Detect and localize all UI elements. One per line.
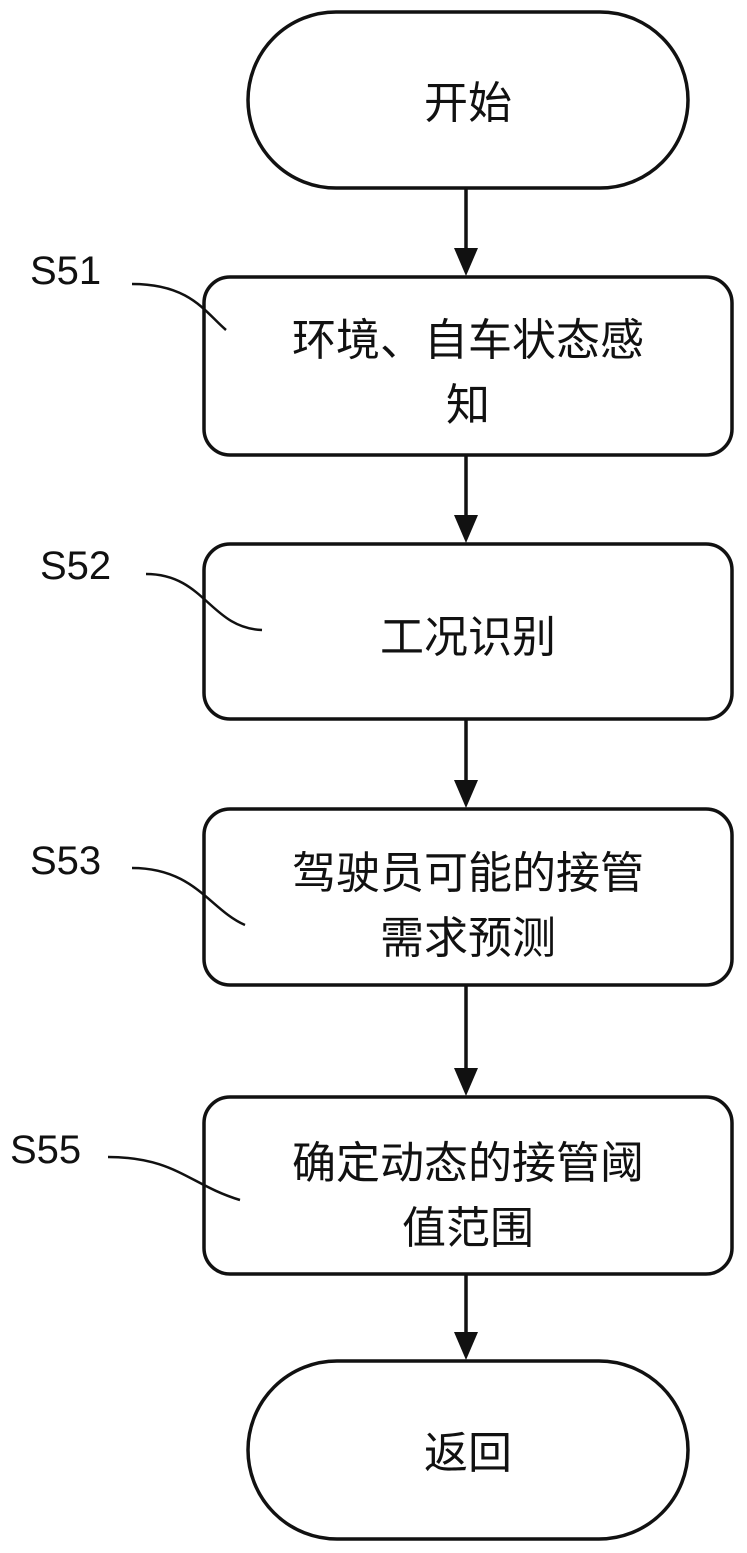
process-box-s53: 驾驶员可能的接管 需求预测 (202, 807, 734, 987)
arrowhead-s53-s55 (454, 1068, 478, 1096)
arrowhead-start-s51 (454, 248, 478, 276)
arrowhead-s51-s52 (454, 515, 478, 543)
step-label-s52: S52 (40, 544, 111, 588)
start-terminator: 开始 (246, 10, 690, 190)
start-label: 开始 (424, 78, 512, 129)
end-label: 返回 (424, 1428, 512, 1479)
arrowhead-s55-end (454, 1332, 478, 1360)
leader-line-s52 (145, 572, 263, 632)
step-label-s53: S53 (30, 839, 101, 883)
process-s53-line-2: 需求预测 (380, 913, 556, 964)
connectors (454, 188, 478, 1360)
process-s51-line-1: 环境、自车状态感 (292, 315, 644, 366)
leader-line-s51 (131, 282, 227, 331)
process-s55-line-2: 值范围 (402, 1203, 534, 1254)
step-label-s55: S55 (10, 1128, 81, 1172)
process-box-s52: 工况识别 (202, 542, 734, 721)
process-s52-line-1: 工况识别 (380, 612, 556, 663)
process-box-s55: 确定动态的接管阈 值范围 (202, 1095, 734, 1276)
process-s55-line-1: 确定动态的接管阈 (292, 1138, 644, 1189)
leader-line-s55 (107, 1155, 241, 1202)
end-terminator: 返回 (246, 1359, 690, 1541)
process-box-s51: 环境、自车状态感 知 (202, 275, 734, 457)
process-s53-line-1: 驾驶员可能的接管 (292, 848, 644, 899)
arrowhead-s52-s53 (454, 780, 478, 808)
step-label-s51: S51 (30, 249, 101, 293)
leader-line-s53 (131, 866, 246, 927)
process-s51-line-2: 知 (446, 380, 490, 431)
